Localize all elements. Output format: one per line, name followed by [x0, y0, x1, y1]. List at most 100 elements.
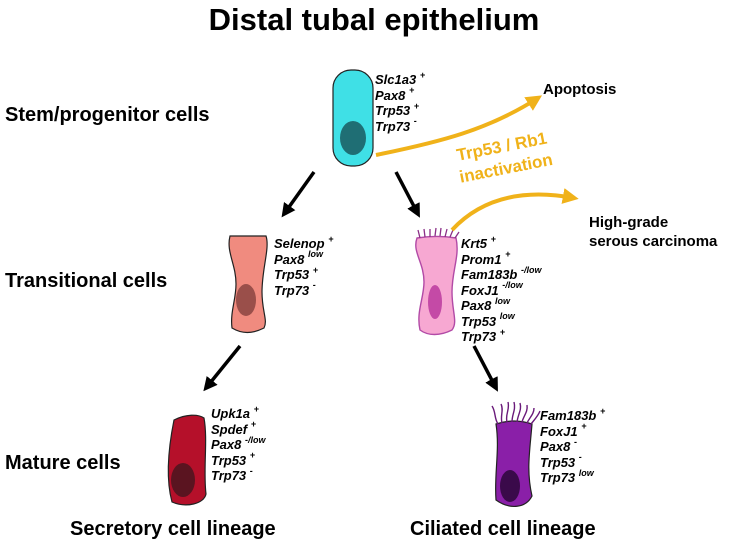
marker-level: +	[499, 326, 506, 337]
marker-gene: Pax8	[461, 298, 492, 313]
marker-level: -	[312, 280, 316, 291]
marker-entry: Trp53 low	[461, 311, 542, 330]
row-label-transitional: Transitional cells	[5, 270, 168, 292]
marker-entry: Prom1 +	[461, 249, 542, 268]
marker-entry: Trp73 -	[211, 465, 266, 484]
marker-entry: Pax8 +	[375, 85, 425, 104]
marker-entry: Pax8 low	[274, 249, 333, 268]
marker-gene: Trp73	[211, 468, 247, 483]
marker-level: +	[505, 249, 511, 260]
marker-level: low	[578, 467, 594, 478]
diagram-title: Distal tubal epithelium	[208, 2, 540, 37]
differentiation-arrows	[203, 170, 498, 392]
stem-cell	[332, 69, 374, 167]
marker-level: -/low	[521, 264, 542, 275]
marker-level: +	[581, 421, 587, 432]
marker-level: +	[600, 405, 606, 416]
marker-entry: Trp73 low	[540, 467, 605, 486]
arrow-to-carcinoma	[450, 188, 579, 232]
marker-gene: Trp53	[461, 313, 497, 329]
mature-secretory-cell	[167, 414, 207, 506]
arrow-stem-to-ciliated	[394, 171, 420, 218]
marker-gene: Prom1	[461, 251, 502, 267]
outcome-carcinoma-line2: serous carcinoma	[589, 233, 718, 250]
marker-entry: Pax8 -	[540, 436, 605, 455]
marker-level: +	[312, 264, 319, 275]
marker-entry: Fam183b +	[540, 405, 606, 424]
row-label-mature: Mature cells	[5, 452, 121, 474]
marker-gene: Trp73	[540, 470, 576, 485]
marker-gene: Spdef	[211, 421, 248, 437]
marker-entry: Slc1a3 +	[375, 69, 426, 88]
marker-entry: Fam183b -/low	[461, 264, 542, 283]
marker-level: +	[250, 419, 257, 430]
marker-level: +	[490, 233, 496, 244]
lineage-label-ciliated: Ciliated cell lineage	[410, 518, 596, 540]
marker-gene: Slc1a3	[375, 72, 417, 87]
marker-entry: Trp53 -	[540, 452, 605, 471]
outcome-apoptosis: Apoptosis	[543, 81, 617, 98]
marker-level: -	[249, 465, 253, 476]
marker-gene: Trp53	[274, 267, 310, 282]
lineage-label-secretory: Secretory cell lineage	[70, 518, 276, 540]
marker-gene: Upk1a	[211, 406, 251, 421]
marker-level: -/low	[245, 434, 266, 445]
marker-level: low	[499, 311, 515, 322]
microvilli	[417, 227, 460, 239]
marker-gene: Fam183b	[540, 408, 597, 423]
marker-gene: FoxJ1	[461, 282, 499, 298]
marker-level: -	[578, 452, 582, 463]
marker-entry: Trp73 -	[274, 280, 333, 299]
arrow-stem-to-secretory	[281, 170, 316, 218]
marker-gene: Pax8	[211, 437, 242, 452]
marker-entry: Trp73 -	[375, 116, 425, 135]
inactivation-arrows	[375, 95, 579, 232]
marker-entry: Pax8 -/low	[211, 434, 266, 453]
marker-list-stem: Slc1a3 +Pax8 +Trp53 +Trp73 -	[375, 69, 426, 135]
transitional-ciliated-cell	[415, 227, 460, 336]
marker-gene: Trp73	[461, 329, 497, 344]
marker-entry: FoxJ1 +	[540, 421, 605, 440]
arrow-secretory-maturation	[203, 344, 242, 392]
marker-gene: FoxJ1	[540, 423, 578, 439]
marker-list-mature-ciliated: Fam183b +FoxJ1 +Pax8 -Trp53 -Trp73 low	[540, 405, 606, 486]
mature-ciliated-cell	[491, 401, 541, 507]
marker-gene: Pax8	[274, 251, 305, 267]
marker-gene: Trp53	[540, 454, 576, 470]
marker-gene: Trp73	[375, 118, 411, 134]
row-label-stem: Stem/progenitor cells	[5, 104, 210, 126]
marker-gene: Krt5	[461, 236, 488, 251]
outcome-carcinoma: High-grade serous carcinoma	[589, 213, 717, 251]
marker-level: -	[413, 116, 417, 127]
marker-level: +	[419, 69, 426, 80]
transitional-secretory-cell	[228, 235, 268, 334]
marker-level: +	[249, 450, 256, 461]
marker-level: +	[253, 403, 259, 414]
marker-level: +	[413, 100, 420, 111]
marker-level: +	[409, 85, 415, 96]
marker-entry: Selenop +	[274, 233, 334, 252]
marker-gene: Trp73	[274, 282, 310, 298]
marker-entry: Krt5 +	[461, 233, 542, 252]
marker-gene: Pax8	[375, 87, 406, 103]
marker-entry: Pax8 low	[461, 296, 542, 314]
marker-level: -/low	[502, 280, 523, 291]
marker-gene: Pax8	[540, 439, 571, 454]
marker-entry: Trp53 +	[211, 450, 266, 469]
marker-entry: Upk1a +	[211, 403, 266, 422]
outcome-carcinoma-line1: High-grade	[589, 214, 669, 231]
marker-entry: Trp53 +	[375, 100, 425, 119]
marker-level: low	[308, 249, 323, 260]
marker-level: +	[328, 233, 334, 244]
marker-entry: FoxJ1 -/low	[461, 280, 542, 299]
marker-gene: Trp53	[211, 452, 247, 468]
marker-entry: Trp73 +	[461, 326, 542, 345]
marker-gene: Fam183b	[461, 267, 518, 282]
marker-entry: Trp53 +	[274, 264, 333, 283]
marker-level: -	[574, 436, 577, 447]
arrow-to-apoptosis	[375, 95, 543, 157]
